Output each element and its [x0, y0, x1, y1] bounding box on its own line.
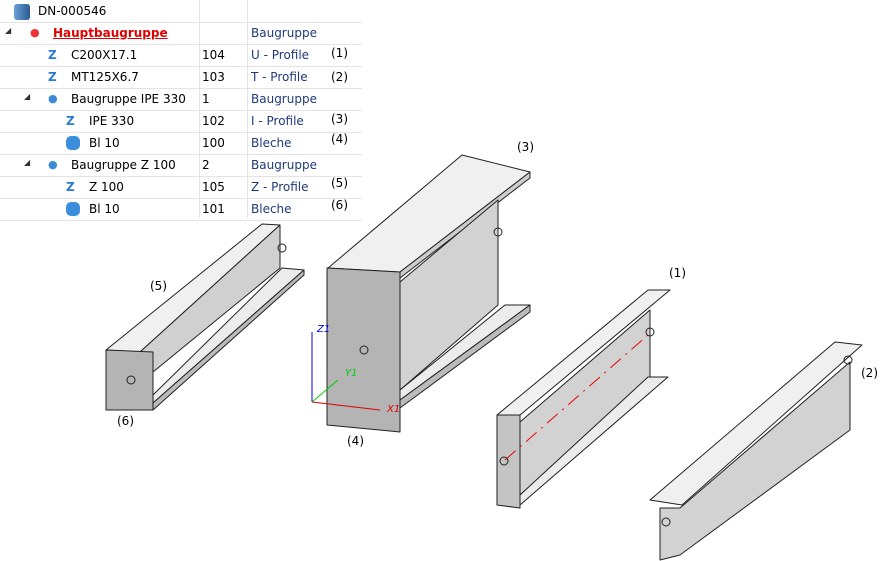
row-ref: (6): [331, 198, 348, 212]
tree-row[interactable]: ◢ ● Baugruppe Z 100 2 Baugruppe: [0, 154, 362, 177]
row-num: 2: [202, 158, 210, 172]
row-type: Baugruppe: [251, 26, 317, 40]
row-name: IPE 330: [89, 114, 135, 128]
u-profile-part[interactable]: [496, 289, 671, 509]
root-label: DN-000546: [38, 4, 107, 18]
collapse-icon[interactable]: ◢: [24, 158, 31, 167]
row-name: Bl 10: [89, 202, 120, 216]
row-ref: (4): [331, 132, 348, 146]
row-type: Bleche: [251, 202, 292, 216]
assembly-icon: ●: [48, 158, 58, 171]
row-num: 105: [202, 180, 225, 194]
row-ref: (5): [331, 176, 348, 190]
axis-y-label: Y1: [345, 368, 357, 379]
row-name: Baugruppe Z 100: [71, 158, 176, 172]
column-divider: [199, 0, 200, 218]
profile-h-icon: Z: [66, 114, 75, 128]
database-icon: [14, 4, 30, 20]
assembly-icon: ●: [30, 26, 40, 39]
assembly-icon: ●: [48, 92, 58, 105]
tree-row[interactable]: ◢ ● Baugruppe IPE 330 1 Baugruppe: [0, 88, 362, 111]
callout-1: (1): [669, 266, 686, 280]
row-num: 103: [202, 70, 225, 84]
row-type: I - Profile: [251, 114, 304, 128]
row-name: MT125X6.7: [71, 70, 139, 84]
plate-icon: [66, 136, 80, 150]
tree-row[interactable]: Z C200X17.1 104 U - Profile (1): [0, 44, 362, 67]
profile-icon: Z: [48, 70, 57, 84]
row-name: Bl 10: [89, 136, 120, 150]
row-type: T - Profile: [251, 70, 308, 84]
z-profile-part[interactable]: [105, 223, 305, 411]
column-divider: [247, 0, 248, 218]
callout-5: (5): [150, 279, 167, 293]
t-profile-part[interactable]: [649, 341, 863, 561]
axis-triad: Z1 Y1 X1: [311, 324, 400, 415]
tree-row[interactable]: Bl 10 100 Bleche (4): [0, 132, 362, 155]
row-num: 102: [202, 114, 225, 128]
tree-row[interactable]: ◢ ● Hauptbaugruppe Baugruppe: [0, 22, 362, 45]
row-name: Baugruppe IPE 330: [71, 92, 186, 106]
end-plate-4: [326, 267, 401, 433]
row-type: Baugruppe: [251, 158, 317, 172]
axis-x-label: X1: [386, 404, 400, 415]
tree-row[interactable]: Z MT125X6.7 103 T - Profile (2): [0, 66, 362, 89]
collapse-icon[interactable]: ◢: [24, 92, 31, 101]
row-type: Bleche: [251, 136, 292, 150]
row-ref: (3): [331, 112, 348, 126]
row-type: Baugruppe: [251, 92, 317, 106]
profile-icon: Z: [48, 48, 57, 62]
tree-row[interactable]: Z IPE 330 102 I - Profile (3): [0, 110, 362, 133]
row-type: Z - Profile: [251, 180, 309, 194]
tree-row[interactable]: Bl 10 101 Bleche (6): [0, 198, 362, 221]
row-num: 1: [202, 92, 210, 106]
row-name: Z 100: [89, 180, 124, 194]
plate-icon: [66, 202, 80, 216]
axis-z-label: Z1: [316, 324, 330, 335]
row-num: 100: [202, 136, 225, 150]
tree-row[interactable]: Z Z 100 105 Z - Profile (5): [0, 176, 362, 199]
row-name: C200X17.1: [71, 48, 138, 62]
row-name: Hauptbaugruppe: [53, 26, 168, 40]
row-type: U - Profile: [251, 48, 310, 62]
ipe-profile-part[interactable]: [326, 154, 531, 433]
row-num: 104: [202, 48, 225, 62]
end-plate-6: [105, 349, 154, 411]
row-ref: (2): [331, 70, 348, 84]
collapse-icon[interactable]: ◢: [5, 26, 12, 35]
callout-3: (3): [517, 140, 534, 154]
row-num: 101: [202, 202, 225, 216]
tree-root[interactable]: DN-000546: [0, 0, 362, 23]
callout-2: (2): [861, 366, 878, 380]
callout-4: (4): [347, 434, 364, 448]
row-ref: (1): [331, 46, 348, 60]
callout-6: (6): [117, 414, 134, 428]
profile-h-icon: Z: [66, 180, 75, 194]
